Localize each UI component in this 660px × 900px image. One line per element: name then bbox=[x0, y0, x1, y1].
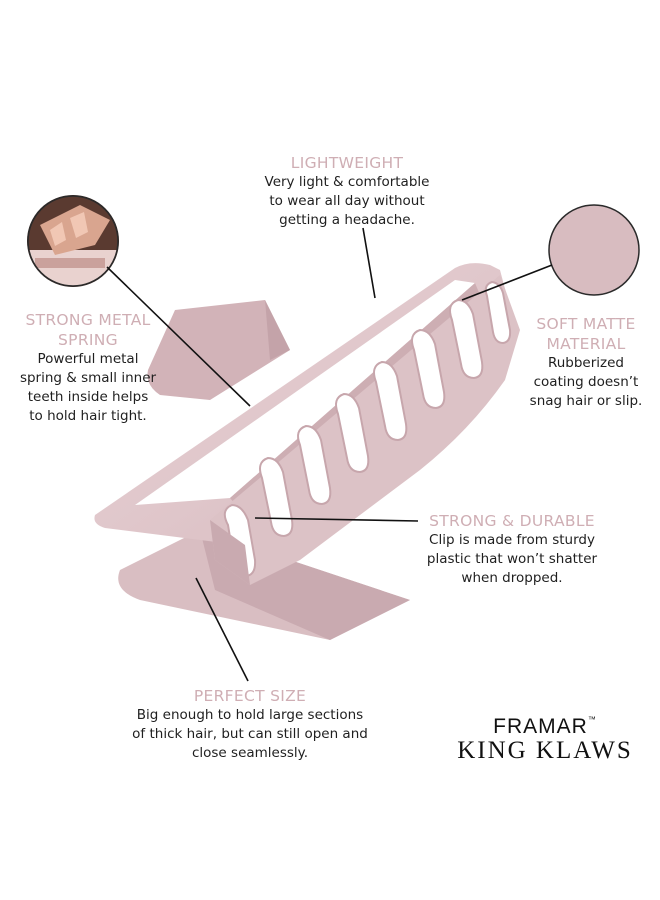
feature-desc-line: Very light & comfortable bbox=[264, 174, 430, 190]
feature-title: STRONG METAL bbox=[25, 311, 151, 329]
trademark-mark: ™ bbox=[587, 715, 597, 724]
matte-swatch-circle bbox=[548, 204, 640, 296]
feature-title: MATERIAL bbox=[546, 335, 626, 353]
feature-title: STRONG & DURABLE bbox=[429, 512, 595, 530]
spring-detail-circle bbox=[27, 195, 119, 287]
feature-matte: SOFT MATTE MATERIAL Rubberized coating d… bbox=[516, 314, 656, 411]
feature-desc-line: close seamlessly. bbox=[191, 745, 309, 761]
feature-durable: STRONG & DURABLE Clip is made from sturd… bbox=[412, 511, 612, 588]
feature-title: SOFT MATTE bbox=[536, 315, 636, 333]
brand-wordmark: FRAMAR bbox=[493, 715, 588, 738]
feature-desc-line: coating doesn’t bbox=[533, 374, 639, 390]
feature-lightweight: LIGHTWEIGHT Very light & comfortable to … bbox=[262, 153, 432, 230]
feature-desc-line: Rubberized bbox=[547, 355, 625, 371]
clip-back-flap bbox=[147, 300, 290, 400]
brand-name: FRAMAR™ bbox=[440, 715, 650, 739]
feature-desc-line: Big enough to hold large sections bbox=[136, 707, 364, 723]
feature-title: LIGHTWEIGHT bbox=[290, 154, 404, 172]
feature-desc-line: Clip is made from sturdy bbox=[429, 532, 595, 548]
feature-desc-line: getting a headache. bbox=[279, 212, 415, 228]
feature-desc-line: spring & small inner bbox=[19, 370, 157, 386]
callout-lines bbox=[106, 227, 553, 682]
feature-desc-line: Powerful metal bbox=[37, 351, 139, 367]
brand-logo: FRAMAR™ KING KLAWS bbox=[440, 715, 650, 765]
feature-desc-line: to wear all day without bbox=[269, 193, 425, 209]
feature-desc-line: snag hair or slip. bbox=[529, 393, 643, 409]
feature-desc-line: of thick hair, but can still open and bbox=[132, 726, 368, 742]
feature-spring: STRONG METAL SPRING Powerful metal sprin… bbox=[0, 310, 176, 426]
feature-desc-line: teeth inside helps bbox=[27, 389, 149, 405]
feature-size: PERFECT SIZE Big enough to hold large se… bbox=[120, 686, 380, 763]
feature-title: PERFECT SIZE bbox=[193, 687, 307, 705]
product-line-name: KING KLAWS bbox=[457, 737, 633, 764]
feature-desc-line: plastic that won’t shatter bbox=[426, 551, 598, 567]
feature-desc-line: to hold hair tight. bbox=[29, 408, 147, 424]
feature-desc-line: when dropped. bbox=[461, 570, 563, 586]
feature-title: SPRING bbox=[58, 331, 118, 349]
